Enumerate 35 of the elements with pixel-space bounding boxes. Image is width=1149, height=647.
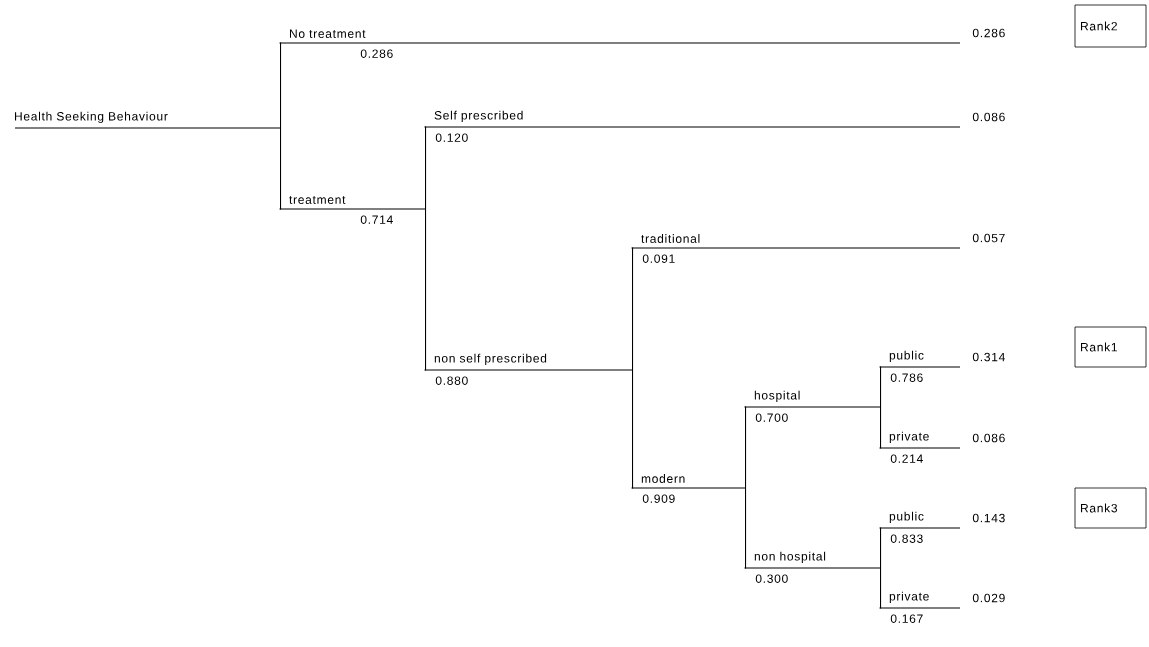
connector-line <box>278 42 282 129</box>
tree-branch: private 0.167 <box>879 591 961 623</box>
connector-line <box>878 567 882 609</box>
outcome-value: 0.286 <box>972 28 1005 38</box>
outcome-value: 0.314 <box>972 352 1005 362</box>
tree-branch: traditional 0.091 <box>631 234 961 263</box>
connector-line <box>630 369 634 489</box>
connector-line <box>423 126 427 210</box>
tree-branch: No treatment 0.286 <box>279 29 961 58</box>
rank-box: Rank2 <box>1074 4 1147 48</box>
tree-branch: Health Seeking Behaviour <box>14 111 281 129</box>
connector-line <box>278 127 282 210</box>
connector-line <box>423 208 427 371</box>
rank-box: Rank1 <box>1074 326 1147 368</box>
tree-branch: modern 0.909 <box>631 474 746 503</box>
tree-branch: hospital 0.700 <box>744 390 881 422</box>
connector-line <box>743 406 747 489</box>
connector-line <box>630 247 634 371</box>
rank-box: Rank3 <box>1074 487 1147 529</box>
tree-branch: private 0.214 <box>879 431 961 463</box>
connector-line <box>743 487 747 569</box>
outcome-value: 0.143 <box>972 513 1005 523</box>
outcome-value: 0.086 <box>972 433 1005 443</box>
connector-line <box>878 527 882 569</box>
connector-line <box>878 406 882 449</box>
outcome-value: 0.029 <box>972 593 1005 603</box>
tree-branch: public 0.786 <box>879 350 961 382</box>
connector-line <box>878 366 882 408</box>
tree-branch: public 0.833 <box>879 511 961 543</box>
tree-branch: Self prescribed 0.120 <box>424 110 961 142</box>
tree-branch: non self prescribed 0.880 <box>424 353 633 385</box>
outcome-value: 0.057 <box>972 233 1005 243</box>
tree-branch: treatment 0.714 <box>279 196 426 224</box>
tree-branch: non hospital 0.300 <box>744 551 881 583</box>
outcome-value: 0.086 <box>972 112 1005 122</box>
